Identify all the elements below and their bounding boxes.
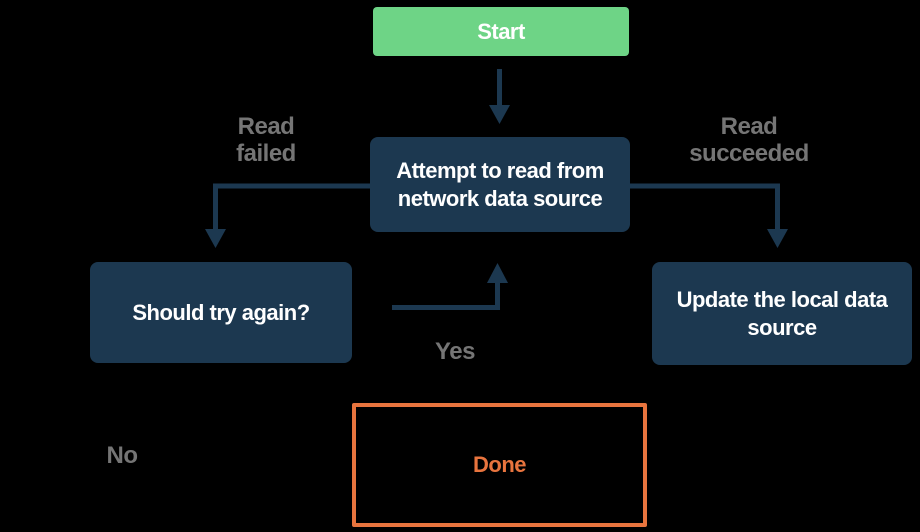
edge-label-read-succeeded: Read succeeded (689, 113, 809, 167)
edge-label-no: No (106, 442, 139, 469)
node-should-try-again: Should try again? (90, 262, 352, 363)
edge-label-read-failed: Read failed (236, 113, 296, 167)
arrow-attempt-to-update (630, 183, 788, 248)
arrow-attempt-to-should-try (205, 183, 370, 248)
edge-label-yes: Yes (435, 338, 475, 365)
arrow-start-to-attempt (489, 69, 510, 124)
node-update-local-data: Update the local data source (652, 262, 912, 365)
arrow-yes-to-attempt (392, 263, 508, 310)
node-attempt-read: Attempt to read from network data source (370, 137, 630, 232)
node-start: Start (373, 7, 629, 56)
node-done: Done (352, 403, 647, 527)
